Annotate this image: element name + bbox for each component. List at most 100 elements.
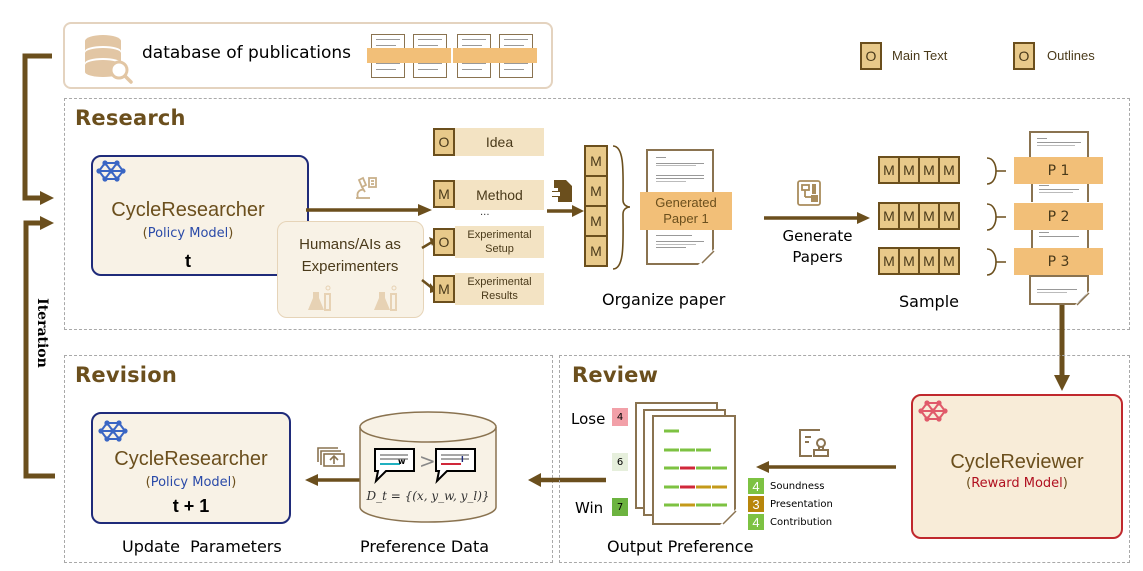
experimenters-line1: Humans/AIs as bbox=[299, 236, 401, 253]
sample-block: M bbox=[918, 156, 940, 184]
sample-paper-label: P 2 bbox=[1014, 203, 1103, 230]
generated-paper-line2: Paper 1 bbox=[663, 211, 709, 226]
paren-open: ( bbox=[966, 476, 972, 491]
preference-formula: D_t = {(x, y_w, y_l)} bbox=[366, 489, 490, 503]
chat-lose-tag: l bbox=[461, 455, 464, 464]
generate-label-line2: Papers bbox=[792, 248, 843, 266]
reviewer-to-review-arrow bbox=[756, 461, 896, 473]
reward-model-box[interactable]: CycleReviewer (Reward Model) bbox=[911, 394, 1123, 539]
component-results-label-2: Results bbox=[481, 290, 518, 302]
component-method-glyph: M bbox=[433, 180, 455, 208]
flask-icon bbox=[308, 285, 331, 311]
criterion-label: Contribution bbox=[770, 516, 833, 528]
component-method-bar: Method bbox=[455, 180, 544, 210]
outcome-mid-score-value: 6 bbox=[616, 456, 624, 468]
sample-to-reviewer-arrow bbox=[1054, 305, 1070, 391]
sample-block: M bbox=[918, 202, 940, 230]
sample-caption: Sample bbox=[899, 292, 959, 311]
generate-papers-label: Generate Papers bbox=[770, 226, 865, 268]
research-title: Research bbox=[75, 106, 186, 130]
criterion-score: 3 bbox=[748, 496, 764, 512]
database-label: database of publications bbox=[142, 43, 351, 63]
component-method-label: Method bbox=[476, 187, 523, 203]
database-search-icon bbox=[85, 35, 133, 84]
organized-block: M bbox=[584, 205, 608, 237]
generated-paper-line1: Generated bbox=[655, 195, 717, 210]
sample-block: M bbox=[878, 202, 900, 230]
outcome-win-score: 7 bbox=[612, 498, 628, 516]
policy-model-step: t bbox=[185, 251, 191, 271]
policy-role-text: Policy Model bbox=[147, 226, 229, 241]
policy-model-box-t-plus-1[interactable]: CycleResearcher (Policy Model) t + 1 bbox=[91, 412, 291, 524]
policy-to-components-arrow bbox=[306, 204, 432, 216]
neural-network-icon bbox=[918, 400, 948, 422]
review-paper-front bbox=[652, 415, 737, 525]
criterion-label: Soundness bbox=[770, 480, 825, 492]
component-idea-glyph: O bbox=[433, 128, 455, 156]
component-setup-glyph: O bbox=[433, 228, 455, 256]
component-setup-label-1: Experimental bbox=[467, 229, 532, 241]
preference-data-caption: Preference Data bbox=[360, 537, 490, 556]
criterion-label: Presentation bbox=[770, 498, 833, 510]
policy-model-role: (Policy Model) bbox=[93, 226, 283, 241]
criterion-row: 4 Soundness bbox=[748, 478, 824, 494]
policy-model-role: (Policy Model) bbox=[93, 475, 289, 490]
legend-main-text-label: Main Text bbox=[892, 48, 948, 63]
components-to-organize-arrow bbox=[547, 205, 584, 217]
chat-lose-icon bbox=[435, 448, 476, 485]
revision-section bbox=[64, 355, 553, 563]
sample-paper-label: P 1 bbox=[1014, 157, 1103, 184]
review-score-lines bbox=[664, 429, 727, 507]
publication-highlight-band bbox=[409, 48, 451, 63]
paren-open: ( bbox=[145, 475, 151, 490]
database-panel: database of publications bbox=[63, 22, 553, 89]
criterion-score: 4 bbox=[748, 478, 764, 494]
outcome-mid-score: 6 bbox=[612, 453, 628, 471]
criterion-score: 4 bbox=[748, 514, 764, 530]
criterion-row: 4 Contribution bbox=[748, 514, 832, 530]
sample-brace-icon bbox=[986, 203, 1006, 231]
preference-to-policy-arrow bbox=[305, 474, 360, 486]
organize-paper-caption: Organize paper bbox=[602, 290, 726, 309]
generate-flow-icon bbox=[797, 180, 821, 206]
publication-highlight-band bbox=[495, 48, 537, 63]
sample-block: M bbox=[938, 247, 960, 275]
experimenters-box[interactable]: Humans/AIs as Experimenters bbox=[277, 221, 424, 318]
chat-win-icon bbox=[374, 448, 415, 485]
sample-brace-icon bbox=[986, 157, 1006, 185]
component-results-label-1: Experimental bbox=[467, 276, 532, 288]
outcome-win-score-value: 7 bbox=[616, 501, 624, 513]
policy-model-box-t[interactable]: CycleResearcher (Policy Model) t bbox=[91, 155, 309, 276]
outcome-win-label: Win bbox=[575, 499, 604, 517]
organized-block: M bbox=[584, 235, 608, 267]
flask-icon bbox=[374, 285, 397, 311]
component-setup-bar: Experimental Setup bbox=[455, 226, 544, 258]
iteration-label: Iteration bbox=[34, 298, 50, 368]
sample-block: M bbox=[938, 202, 960, 230]
chat-win-tag: w bbox=[398, 457, 406, 466]
sample-block: M bbox=[938, 156, 960, 184]
publication-highlight-band bbox=[453, 48, 495, 63]
neural-network-icon bbox=[96, 160, 126, 182]
component-setup-label-2: Setup bbox=[485, 243, 514, 255]
legend: O Main Text O Outlines bbox=[860, 42, 1130, 72]
organized-block: M bbox=[584, 175, 608, 207]
arrow-back-to-research bbox=[40, 216, 54, 230]
reward-model-role: (Reward Model) bbox=[913, 476, 1121, 491]
paren-open: ( bbox=[142, 226, 148, 241]
microscope-icon bbox=[356, 176, 377, 199]
publication-highlight-band bbox=[367, 48, 409, 63]
paren-close: ) bbox=[1062, 476, 1068, 491]
component-idea-bar: Idea bbox=[455, 128, 544, 156]
preference-greater-than: > bbox=[419, 449, 436, 473]
output-preference-caption: Output Preference bbox=[607, 537, 754, 556]
sample-paper-doc bbox=[1029, 275, 1090, 306]
component-results-bar: Experimental Results bbox=[455, 273, 544, 305]
review-title: Review bbox=[572, 363, 659, 387]
generated-paper-label: Generated Paper 1 bbox=[640, 192, 732, 230]
curly-brace-icon bbox=[612, 145, 631, 270]
sample-brace-icon bbox=[986, 248, 1006, 276]
sample-block: M bbox=[898, 156, 920, 184]
